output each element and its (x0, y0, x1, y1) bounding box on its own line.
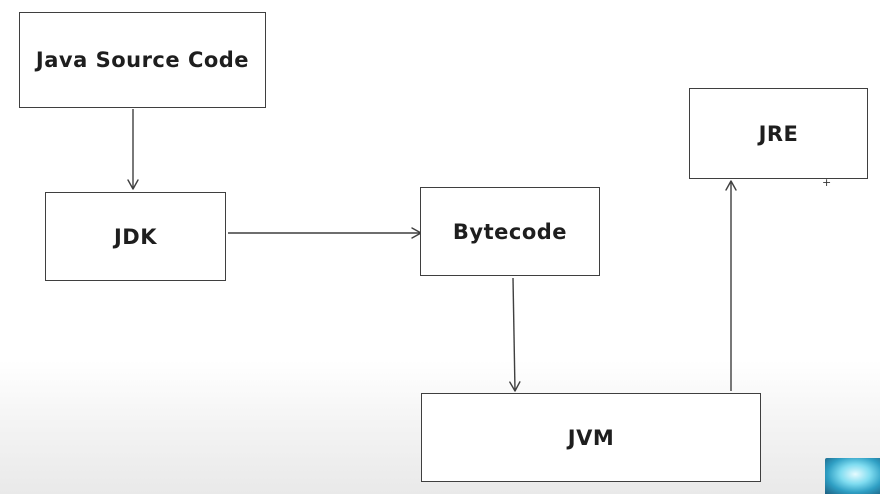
crosshair-cursor-icon: + (822, 176, 832, 189)
node-label: Bytecode (452, 219, 568, 244)
node-label: JVM (567, 425, 615, 450)
node-jdk: JDK (45, 192, 226, 281)
node-java-source-code: Java Source Code (19, 12, 266, 108)
arrow-bytecode-to-jvm (509, 277, 521, 392)
node-label: JRE (758, 121, 799, 146)
node-label: JDK (113, 224, 158, 249)
video-thumbnail-corner (825, 458, 880, 494)
node-label: Java Source Code (35, 48, 250, 72)
node-bytecode: Bytecode (420, 187, 600, 276)
node-jvm: JVM (421, 393, 761, 482)
node-jre: JRE (689, 88, 868, 179)
